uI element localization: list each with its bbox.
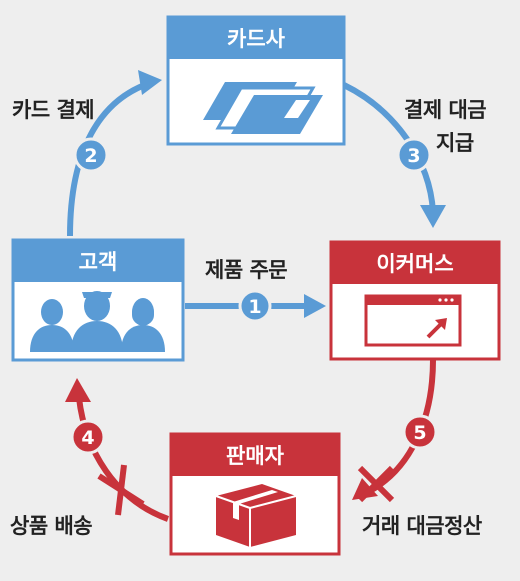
step-circle-1: 1 <box>238 289 272 323</box>
step-circle-5: 5 <box>402 414 438 450</box>
people-icon <box>30 291 165 352</box>
svg-text:3: 3 <box>407 145 420 167</box>
flow-label-2: 카드 결제 <box>12 98 95 122</box>
arrow-3 <box>342 82 446 228</box>
svg-text:2: 2 <box>84 145 97 167</box>
seller-title: 판매자 <box>226 444 285 468</box>
node-card-company: 카드사 <box>166 15 346 146</box>
node-seller: 판매자 <box>169 432 341 556</box>
flow-label-3-line2: 지급 <box>436 131 474 155</box>
ecommerce-title: 이커머스 <box>376 252 453 276</box>
step-circle-3: 3 <box>396 137 432 173</box>
step-circle-4: 4 <box>70 419 106 455</box>
card-company-title: 카드사 <box>227 27 286 51</box>
arrow-4 <box>65 378 170 522</box>
svg-text:4: 4 <box>81 427 94 449</box>
arrow-2 <box>67 70 162 237</box>
flow-label-5: 거래 대금정산 <box>362 514 482 538</box>
flow-label-3-line1: 결제 대금 <box>404 98 487 122</box>
credit-cards-icon <box>203 82 323 134</box>
blocked-x-mark-4 <box>97 464 145 516</box>
node-customer: 고객 <box>11 238 185 362</box>
svg-text:5: 5 <box>413 422 426 444</box>
flow-label-1: 제품 주문 <box>205 258 288 282</box>
blocked-x-mark-5 <box>357 465 395 503</box>
flow-label-4: 상품 배송 <box>10 514 93 538</box>
svg-text:1: 1 <box>248 296 261 318</box>
step-circle-2: 2 <box>73 137 109 173</box>
browser-window-icon <box>364 294 462 347</box>
node-ecommerce: 이커머스 <box>329 240 501 361</box>
customer-title: 고객 <box>79 250 118 274</box>
box-icon <box>215 484 297 547</box>
